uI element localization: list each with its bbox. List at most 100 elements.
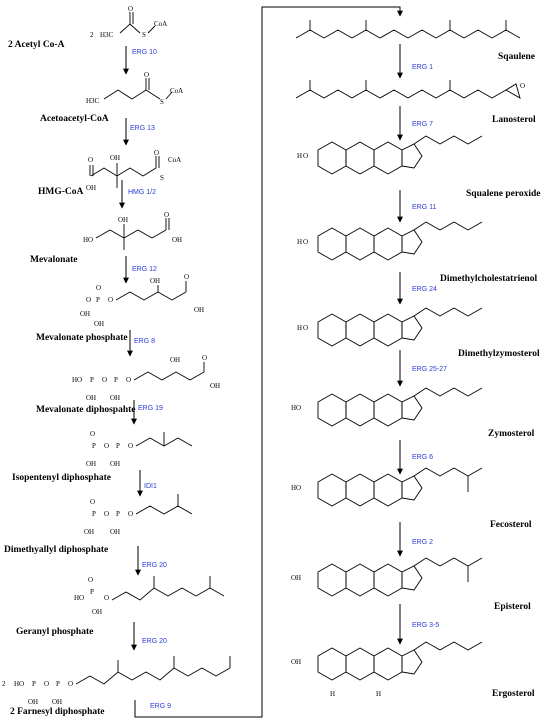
- svg-text:OH: OH: [110, 394, 120, 402]
- svg-text:2: 2: [90, 31, 94, 39]
- compound-acetoacetyl-coa: Acetoacetyl-CoA: [40, 114, 109, 124]
- enzyme-erg8: ERG 8: [134, 338, 155, 345]
- svg-text:OH: OH: [110, 528, 120, 536]
- svg-text:O: O: [96, 284, 101, 292]
- svg-text:P: P: [56, 680, 60, 688]
- enzyme-erg1: ERG 1: [412, 64, 433, 71]
- compound-ergosterol: Ergosterol: [492, 689, 535, 699]
- svg-text:O: O: [164, 211, 169, 219]
- svg-text:O: O: [68, 680, 73, 688]
- mevalonate-structure: HO OH O OH: [83, 211, 182, 250]
- svg-text:O: O: [128, 5, 133, 13]
- episterol-structure: OH: [291, 557, 483, 597]
- compound-dimethylcholestatrienol: Dimethylcholestatrienol: [440, 274, 537, 284]
- enzyme-erg10: ERG 10: [132, 49, 157, 56]
- dimethylallyl-diphosphate-structure: O P O P O OH OH: [84, 494, 193, 536]
- lanosterol-epoxide-structure: O: [295, 80, 525, 99]
- svg-text:P: P: [92, 442, 96, 450]
- enzyme-erg24: ERG 24: [412, 286, 437, 293]
- squalene-peroxide-structure: H O: [297, 135, 483, 175]
- enzyme-erg13: ERG 13: [130, 125, 155, 132]
- svg-text:O: O: [184, 273, 189, 281]
- svg-text:OH: OH: [86, 394, 96, 402]
- svg-text:O: O: [90, 430, 95, 438]
- svg-text:OH: OH: [150, 277, 160, 285]
- enzyme-erg3-5: ERG 3-5: [412, 622, 439, 629]
- svg-text:O: O: [202, 354, 207, 362]
- svg-text:OH: OH: [210, 382, 220, 390]
- compound-episterol: Episterol: [494, 602, 531, 612]
- svg-text:P: P: [90, 588, 94, 596]
- enzyme-erg7: ERG 7: [412, 121, 433, 128]
- svg-text:OH: OH: [86, 184, 96, 192]
- svg-text:O: O: [303, 324, 308, 332]
- svg-text:OH: OH: [194, 306, 204, 314]
- svg-text:2: 2: [2, 680, 6, 688]
- svg-text:OH: OH: [118, 216, 128, 224]
- compound-mevalonate-phosphate: Mevalonate phosphate: [36, 333, 128, 343]
- svg-text:O: O: [88, 576, 93, 584]
- svg-text:OH: OH: [28, 698, 38, 706]
- svg-text:O: O: [104, 442, 109, 450]
- compound-fecosterol: Fecosterol: [490, 520, 532, 530]
- svg-text:P: P: [90, 376, 94, 384]
- compound-hmg-coa: HMG-CoA: [38, 187, 84, 197]
- svg-text:P: P: [92, 510, 96, 518]
- svg-text:H: H: [330, 690, 335, 698]
- zymosterol-structure: HO: [291, 387, 483, 427]
- svg-text:O: O: [88, 156, 93, 164]
- svg-text:HO: HO: [291, 484, 301, 492]
- svg-text:O: O: [102, 376, 107, 384]
- compound-dimethylzymosterol: Dimethylzymosterol: [458, 349, 540, 359]
- enzyme-erg9: ERG 9: [150, 703, 171, 710]
- enzyme-hmg12: HMG 1/2: [128, 189, 156, 196]
- svg-text:HO: HO: [291, 404, 301, 412]
- svg-text:OH: OH: [170, 356, 180, 364]
- isopentenyl-diphosphate-structure: O P O P O OH OH: [86, 430, 193, 468]
- svg-text:P: P: [32, 680, 36, 688]
- mevalonate-phosphate-structure: P O O OH OH O OH O OH: [80, 273, 204, 328]
- hmg-coa-structure: O OH OH O S CoA: [86, 149, 181, 192]
- svg-text:OH: OH: [86, 460, 96, 468]
- geranyl-phosphate-structure: P O HO OH O: [74, 576, 225, 616]
- svg-text:O: O: [104, 594, 109, 602]
- svg-text:OH: OH: [92, 608, 102, 616]
- compound-mevalonate: Mevalonate: [30, 255, 78, 265]
- compound-squalene: Sqaulene: [498, 52, 535, 62]
- compound-dimethylallyl-diphosphate: Dimethyallyl diphosphate: [4, 545, 108, 555]
- fecosterol-structure: HO: [291, 467, 483, 507]
- svg-text:OH: OH: [110, 460, 120, 468]
- squalene-structure: [295, 20, 521, 39]
- svg-text:O: O: [86, 296, 91, 304]
- dimethylzymosterol-structure: H O: [297, 307, 483, 347]
- svg-text:HO: HO: [83, 236, 93, 244]
- svg-text:O: O: [303, 238, 308, 246]
- svg-text:H: H: [297, 324, 302, 332]
- svg-text:H: H: [297, 152, 302, 160]
- compound-squalene-peroxide: Squalene peroxide: [466, 189, 541, 199]
- svg-text:O: O: [126, 376, 131, 384]
- acetoacetyl-coa-structure: H3C O S CoA: [86, 71, 183, 106]
- compound-isopentenyl-diphosphate: Isopentenyl diphosphate: [12, 473, 111, 483]
- svg-text:OH: OH: [172, 236, 182, 244]
- svg-text:O: O: [128, 442, 133, 450]
- svg-text:OH: OH: [80, 310, 90, 318]
- compound-geranyl-phosphate: Geranyl phosphate: [16, 627, 93, 637]
- svg-text:OH: OH: [84, 528, 94, 536]
- svg-text:P: P: [116, 442, 120, 450]
- svg-text:HO: HO: [14, 680, 24, 688]
- ergosterol-structure: OH H H: [291, 641, 483, 698]
- svg-text:S: S: [142, 31, 146, 39]
- compound-mevalonate-diphosphate: Mevalonate diphospahte: [36, 405, 136, 415]
- svg-text:P: P: [114, 376, 118, 384]
- svg-text:OH: OH: [291, 574, 301, 582]
- enzyme-erg11: ERG 11: [412, 204, 436, 211]
- svg-text:H3C: H3C: [86, 97, 100, 105]
- svg-text:OH: OH: [94, 320, 104, 328]
- compound-zymosterol: Zymosterol: [488, 429, 535, 439]
- dimethylcholestatrienol-structure: H O: [297, 221, 483, 261]
- svg-text:O: O: [144, 71, 149, 79]
- svg-text:CoA: CoA: [168, 156, 181, 164]
- svg-text:OH: OH: [110, 154, 120, 162]
